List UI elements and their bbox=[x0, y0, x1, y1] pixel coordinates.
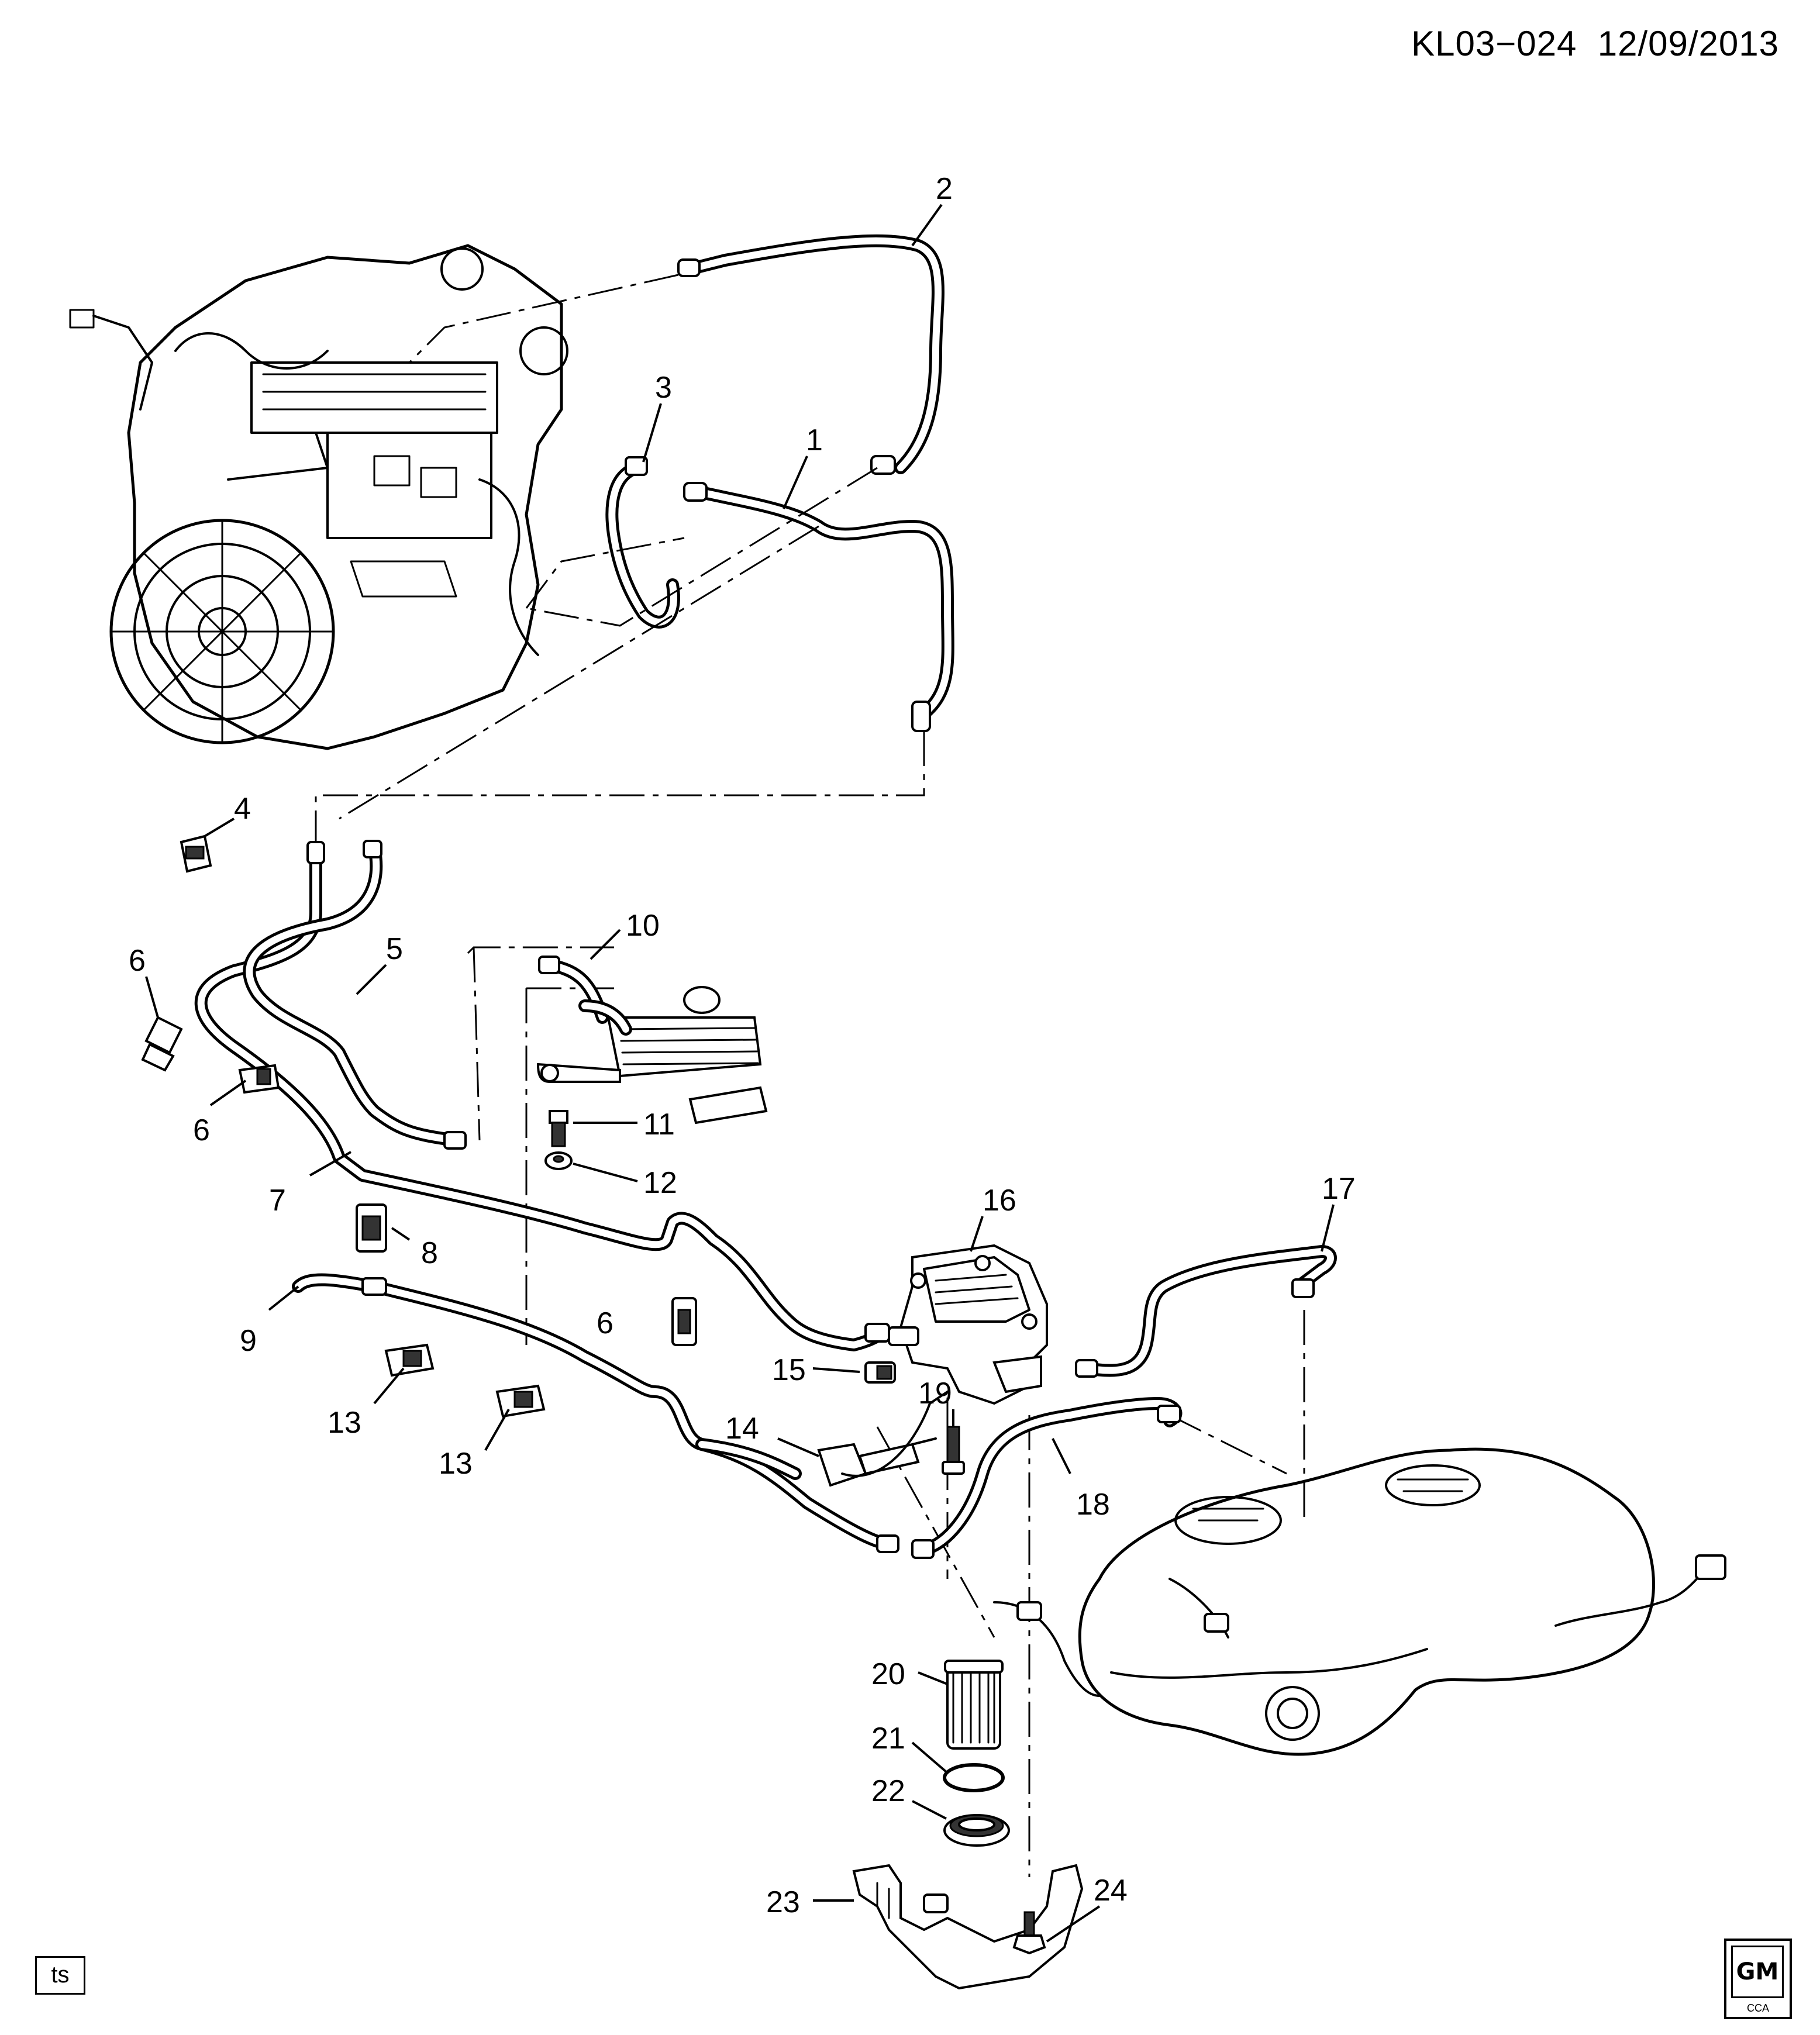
clip-13-right bbox=[495, 1384, 546, 1418]
pipe-17 bbox=[1075, 1245, 1337, 1378]
diagram-header: KL03−024 12/09/2013 bbox=[1411, 23, 1779, 64]
callout-24: 24 bbox=[1094, 1874, 1128, 1908]
clip-8 bbox=[356, 1203, 387, 1253]
pipe-5 bbox=[243, 840, 467, 1150]
clip-13-left bbox=[384, 1343, 435, 1377]
callout-7: 7 bbox=[269, 1184, 286, 1217]
fuel-filter-housing-16 bbox=[888, 1244, 1048, 1405]
callout-17: 17 bbox=[1322, 1172, 1356, 1206]
callout-12: 12 bbox=[643, 1166, 677, 1200]
callout-11: 11 bbox=[643, 1108, 675, 1141]
callout-4: 4 bbox=[234, 792, 251, 826]
callout-18: 18 bbox=[1076, 1488, 1110, 1522]
hose-2 bbox=[677, 234, 945, 475]
diagram-date: 12/09/2013 bbox=[1597, 24, 1779, 63]
clip-6-upper bbox=[141, 1016, 183, 1072]
engine-assembly bbox=[69, 244, 568, 750]
bolt-24 bbox=[1012, 1911, 1046, 1955]
gm-logo: GM CCA bbox=[1724, 1939, 1792, 2019]
fuel-cooler-10 bbox=[536, 956, 768, 1125]
callout-20: 20 bbox=[871, 1657, 905, 1691]
filter-element-20 bbox=[944, 1660, 1004, 1750]
callout-5: 5 bbox=[386, 932, 403, 966]
callout-15: 15 bbox=[772, 1353, 806, 1387]
clip-4 bbox=[180, 834, 212, 873]
pipe-7 bbox=[194, 841, 895, 1351]
clip-6-middle bbox=[238, 1064, 280, 1094]
callout-3: 3 bbox=[655, 371, 672, 405]
o-ring-21 bbox=[943, 1763, 1005, 1792]
pipe-9 bbox=[292, 1273, 899, 1553]
clip-6-lower bbox=[671, 1297, 697, 1346]
callout-2: 2 bbox=[936, 172, 953, 206]
sensor-15 bbox=[864, 1361, 896, 1384]
callout-21: 21 bbox=[871, 1722, 905, 1755]
callout-8: 8 bbox=[421, 1236, 438, 1270]
callout-23: 23 bbox=[766, 1885, 800, 1919]
gm-logo-sub: CCA bbox=[1746, 2002, 1769, 2014]
bolt-11 bbox=[549, 1110, 568, 1147]
leader-lines bbox=[145, 204, 1335, 1943]
washer-12 bbox=[544, 1151, 573, 1170]
fuel-tank bbox=[993, 1447, 1726, 1756]
hose-1 bbox=[683, 482, 954, 732]
callout-22: 22 bbox=[871, 1774, 905, 1808]
pipe-18 bbox=[911, 1397, 1183, 1559]
callout-16: 16 bbox=[983, 1184, 1016, 1217]
callout-14: 14 bbox=[725, 1412, 759, 1446]
diagram-code: KL03−024 bbox=[1411, 24, 1577, 63]
alignment-lines bbox=[315, 274, 1305, 1877]
sensor-14 bbox=[817, 1391, 949, 1487]
callout-6-middle: 6 bbox=[193, 1113, 210, 1147]
callout-9: 9 bbox=[240, 1324, 257, 1358]
ts-tag: ts bbox=[35, 1956, 85, 1995]
callout-6-lower: 6 bbox=[597, 1306, 613, 1340]
callout-19: 19 bbox=[918, 1377, 952, 1410]
gm-logo-mark: GM bbox=[1731, 1946, 1784, 1998]
bolt-19 bbox=[942, 1426, 965, 1475]
callout-13-right: 13 bbox=[439, 1447, 473, 1481]
callout-13-left: 13 bbox=[328, 1406, 361, 1440]
callout-6-upper: 6 bbox=[129, 944, 146, 978]
callout-10: 10 bbox=[626, 909, 660, 943]
bracket-23 bbox=[852, 1864, 1084, 1990]
harness-3 bbox=[605, 456, 680, 629]
seal-22 bbox=[943, 1814, 1010, 1847]
callout-1: 1 bbox=[806, 423, 823, 457]
callout-labels: 1 2 3 4 5 6 6 6 7 8 9 10 11 12 13 13 14 … bbox=[129, 172, 1356, 1919]
